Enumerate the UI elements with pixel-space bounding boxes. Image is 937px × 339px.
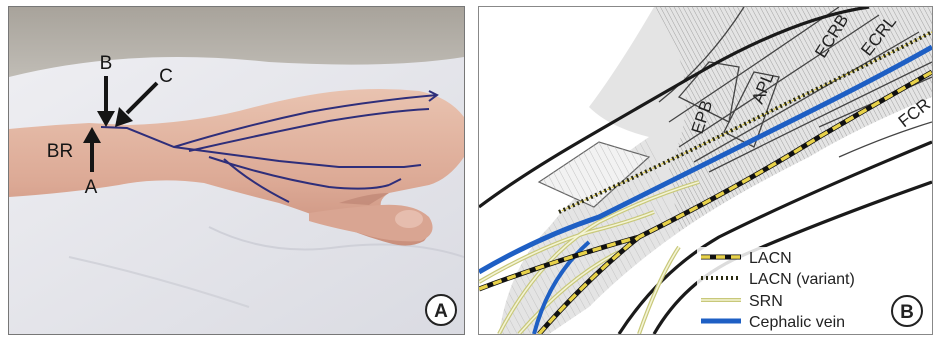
anatomy-diagram-panel: ECRB ECRL EPB APL FCR LACN LACN (variant… [478,6,933,335]
panel-badge-a: A [434,301,448,322]
legend-label-lacn-variant: LACN (variant) [749,271,855,288]
label-br: BR [47,141,73,162]
hand-photo: B C BR A A [9,7,464,334]
legend-label-srn: SRN [749,293,783,310]
legend-label-cephalic-vein: Cephalic vein [749,314,845,331]
legend-label-lacn: LACN [749,250,792,267]
label-a: A [85,177,98,198]
panel-badge-b: B [900,302,914,323]
label-b: B [100,53,113,74]
photo-panel: B C BR A A [8,6,465,335]
label-c: C [159,66,173,87]
legend: LACN LACN (variant) SRN Cephalic vein [697,247,879,333]
anatomy-illustration: ECRB ECRL EPB APL FCR LACN LACN (variant… [479,7,932,334]
